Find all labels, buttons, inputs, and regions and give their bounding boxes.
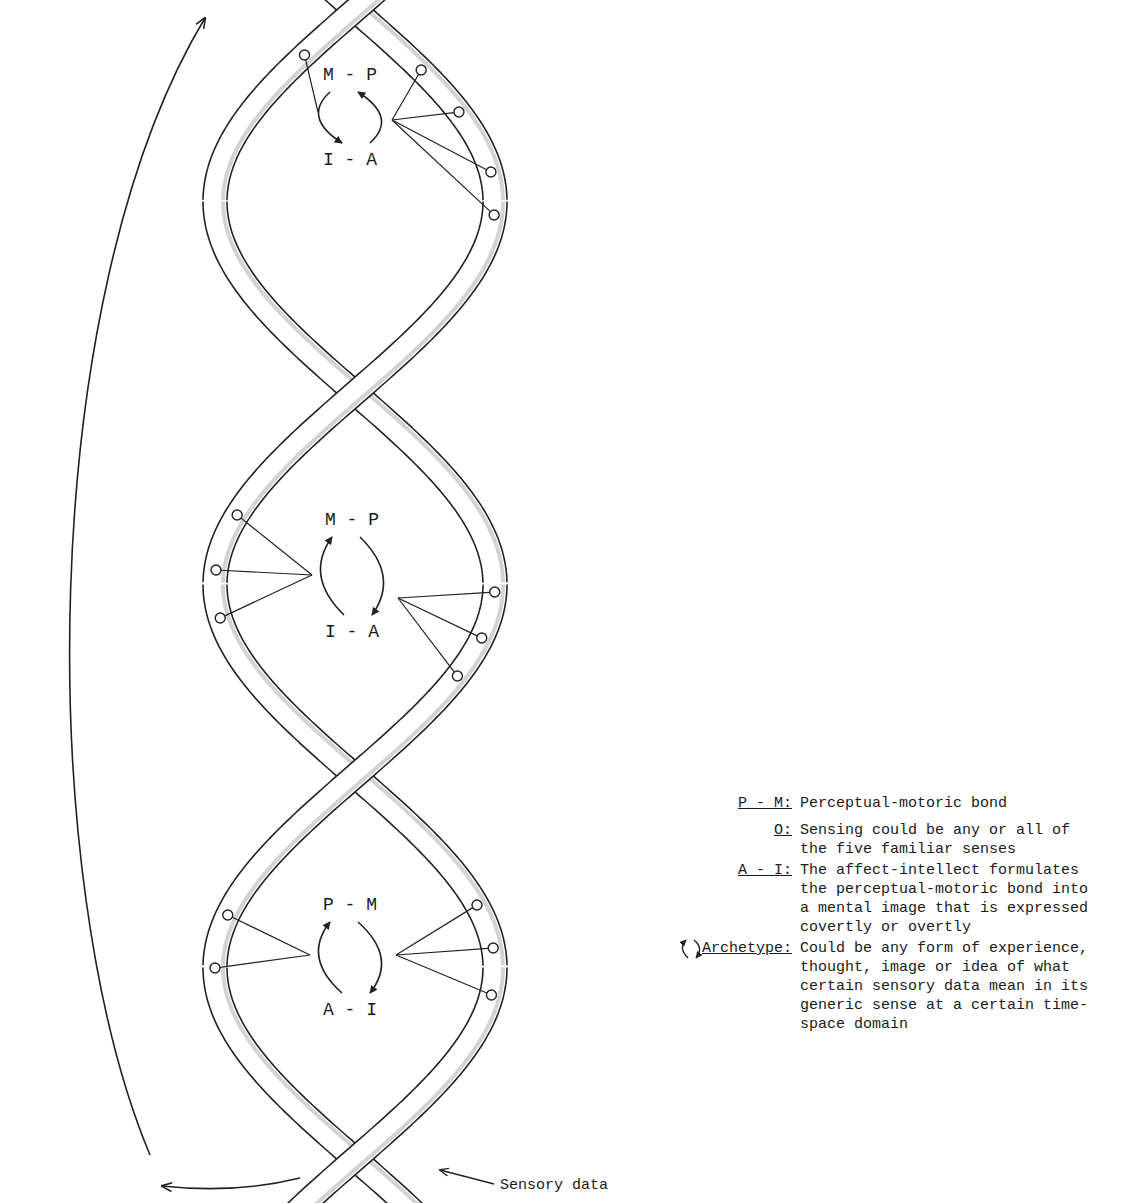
cycle-arrows	[318, 92, 383, 993]
ribbon-fill	[203, 585, 507, 966]
sensing-leader	[398, 592, 490, 598]
sensing-circle	[454, 107, 464, 117]
ribbon-fill	[203, 202, 507, 583]
sensing-leader	[306, 60, 318, 112]
sensory-pointer	[440, 1170, 494, 1184]
key-term: Archetype:	[702, 939, 792, 958]
bond-label: M - P	[321, 65, 379, 85]
ribbon-shade	[223, 968, 421, 1203]
key-text: Could be any form of experience, thought…	[800, 939, 1105, 1034]
flow-arrows	[70, 18, 700, 1189]
sensing-leader	[241, 518, 312, 575]
ribbon-fill	[203, 585, 507, 966]
sensing-leader	[392, 120, 486, 170]
sensing-leader	[396, 908, 473, 955]
ribbon-fill	[286, 968, 507, 1203]
bond-label: I - A	[323, 622, 381, 642]
sensing-circle	[215, 613, 225, 623]
sensing-circle	[477, 633, 487, 643]
sensing-leaders	[210, 50, 500, 1000]
bond-label: A - I	[321, 1000, 379, 1020]
ribbon-shade	[223, 585, 503, 966]
key-text: The affect-intellect formulates the perc…	[800, 861, 1105, 937]
key-text: Perceptual-motoric bond	[800, 794, 1105, 813]
key-term: A - I:	[738, 861, 792, 880]
ribbon-fill	[203, 0, 419, 200]
sensing-circle	[211, 565, 221, 575]
archetype-symbol	[682, 940, 688, 958]
ribbon-edge	[286, 968, 483, 1203]
cycle-arrow	[358, 92, 382, 143]
sensing-circle	[299, 50, 309, 60]
cycle-arrow	[318, 92, 342, 143]
key-term: P - M:	[738, 794, 792, 813]
sensing-leader	[392, 74, 419, 120]
sensing-circle	[489, 210, 499, 220]
sensing-leader	[396, 948, 488, 955]
cycle-arrow	[360, 537, 384, 615]
sensing-leader	[232, 917, 310, 955]
bond-label: P - M	[321, 895, 379, 915]
sensing-circle	[452, 671, 462, 681]
sensing-circle	[488, 943, 498, 953]
ribbon-edge	[227, 585, 507, 966]
sensing-leader	[398, 598, 477, 636]
bond-label: I - A	[321, 150, 379, 170]
feedback-arrow	[70, 18, 205, 1155]
ribbon-fill	[203, 968, 424, 1203]
ribbon-edge	[227, 202, 507, 583]
cycle-arrow	[358, 922, 382, 993]
sensing-circle	[486, 167, 496, 177]
sensing-leader	[221, 570, 312, 575]
cycle-arrow	[318, 922, 342, 993]
sensing-circle	[210, 963, 220, 973]
sensing-leader	[220, 955, 310, 967]
exit-arrow	[162, 1178, 300, 1189]
ribbon-shade	[223, 202, 503, 583]
sensing-circle	[486, 990, 496, 1000]
sensing-leader	[398, 598, 454, 672]
ribbon-fill	[203, 202, 507, 583]
archetype-symbol	[694, 940, 700, 958]
sensing-leader	[225, 575, 312, 616]
ribbon-edge	[303, 968, 507, 1203]
cycle-arrow	[320, 537, 344, 615]
sensing-leader	[396, 955, 487, 993]
sensing-circle	[223, 910, 233, 920]
bond-label: M - P	[323, 510, 381, 530]
ribbon-shade	[300, 968, 503, 1203]
sensing-leader	[392, 113, 454, 120]
ribbon-edge	[227, 0, 419, 200]
double-helix	[203, 0, 507, 1203]
ribbon-shade	[223, 0, 416, 200]
key-term: O:	[774, 821, 792, 840]
sensing-circle	[490, 587, 500, 597]
ribbon-edge	[227, 968, 424, 1203]
key-text: Sensing could be any or all of the five …	[800, 821, 1105, 859]
sensing-circle	[232, 510, 242, 520]
sensing-leader	[392, 120, 490, 212]
sensing-circle	[472, 900, 482, 910]
sensing-circle	[416, 65, 426, 75]
input-label: Sensory data	[498, 1176, 610, 1195]
